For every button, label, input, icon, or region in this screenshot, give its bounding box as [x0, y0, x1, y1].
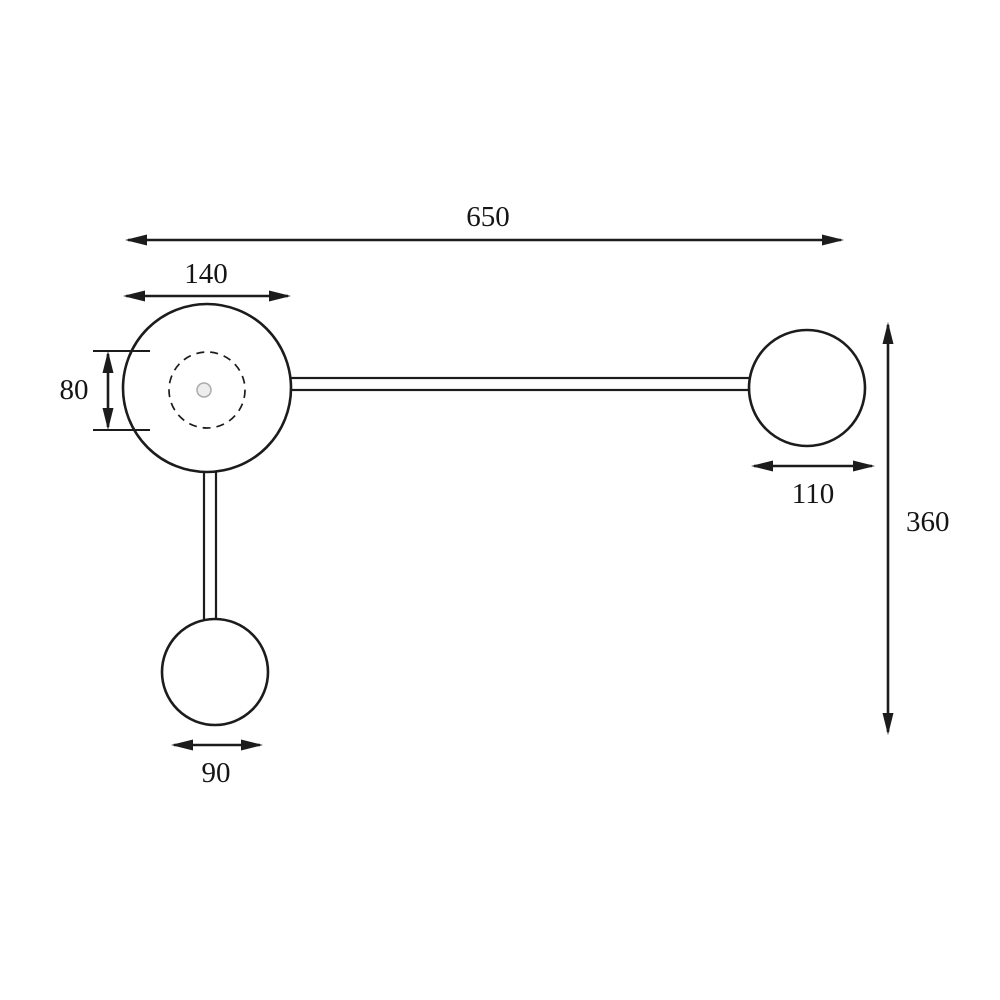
- bottom-head-circle: [160, 617, 270, 727]
- arrow-up-icon: [102, 351, 114, 373]
- dim-overall-width-label: 650: [466, 201, 510, 233]
- arrow-left-icon: [125, 234, 147, 246]
- arrow-left-icon: [171, 739, 193, 751]
- arrow-up-icon: [882, 322, 894, 344]
- arrow-left-icon: [123, 290, 145, 302]
- arrow-down-icon: [102, 408, 114, 430]
- dim-bottom-head-width: 90: [171, 739, 263, 789]
- horizontal-arm: [286, 376, 756, 392]
- arrow-right-icon: [853, 460, 875, 472]
- arrow-right-icon: [241, 739, 263, 751]
- dim-inner-height-label: 80: [60, 374, 89, 406]
- right-head-circle: [747, 328, 867, 448]
- vertical-arm: [202, 464, 218, 636]
- arrow-left-icon: [751, 460, 773, 472]
- dim-inner-height: 80: [60, 350, 150, 431]
- dim-large-head-width-label: 140: [184, 258, 228, 290]
- dim-large-head-width: 140: [123, 258, 291, 302]
- arrow-right-icon: [269, 290, 291, 302]
- arrow-down-icon: [882, 713, 894, 735]
- arrow-right-icon: [822, 234, 844, 246]
- dim-right-head-width: 110: [751, 460, 875, 510]
- dim-bottom-head-width-label: 90: [202, 757, 231, 789]
- dashed-inner-circle: [168, 351, 246, 429]
- center-nub: [196, 382, 212, 398]
- dim-overall-height: 360: [882, 322, 950, 735]
- dim-overall-width: 650: [125, 201, 844, 246]
- dim-overall-height-label: 360: [906, 506, 950, 538]
- dim-right-head-width-label: 110: [792, 478, 834, 510]
